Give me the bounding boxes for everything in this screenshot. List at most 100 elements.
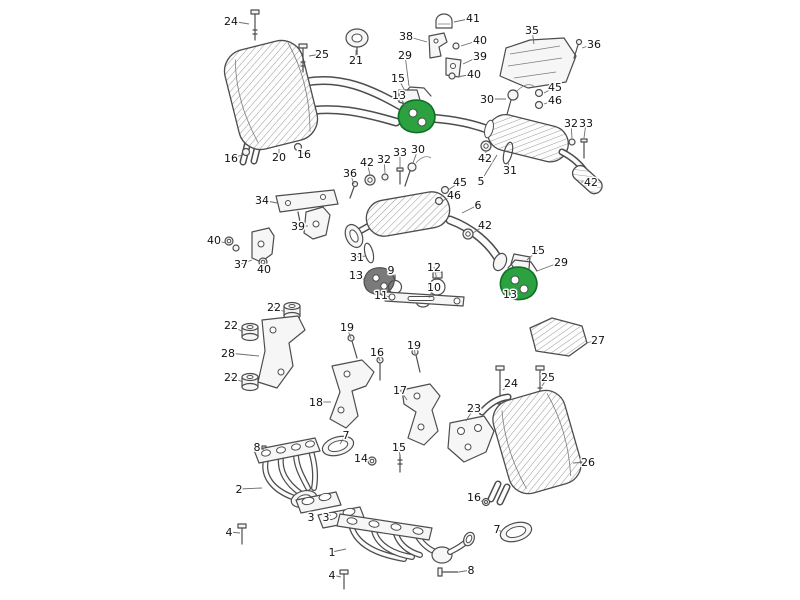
- callout-46-32: 46: [447, 189, 461, 202]
- nut-14: [367, 456, 377, 466]
- callout-42-35: 42: [478, 219, 492, 232]
- callout-8-73: 8: [468, 564, 475, 577]
- callout-20-19: 20: [272, 151, 286, 164]
- callout-42-25: 42: [478, 152, 492, 165]
- callout-40-38: 40: [257, 263, 271, 276]
- callout-34-30: 34: [255, 194, 269, 207]
- leader-line-33-17: [583, 122, 587, 139]
- leader-line-46-32: [441, 194, 455, 202]
- callout-9-43: 9: [388, 264, 395, 277]
- leader-line-32-16: [570, 122, 573, 139]
- leader-line-30-24: [412, 148, 419, 164]
- bolt-40-top-a: [452, 42, 460, 50]
- callout-33-17: 33: [579, 117, 593, 130]
- callout-38-2: 38: [399, 30, 413, 43]
- catalytic-converter-5: [484, 114, 569, 163]
- leader-line-8-62: [256, 446, 265, 451]
- bracket-39-top: [445, 57, 462, 78]
- bolt-19-b: [411, 348, 421, 373]
- leader-line-16-67: [473, 496, 484, 503]
- callout-29-41: 29: [554, 256, 568, 269]
- callout-5-26: 5: [478, 175, 485, 188]
- nut-16-right: [293, 142, 303, 152]
- callout-41-1: 41: [466, 12, 480, 25]
- leader-line-19-52: [413, 344, 416, 355]
- callout-35-4: 35: [525, 24, 539, 37]
- callout-7-72: 7: [494, 523, 501, 536]
- callout-19-50: 19: [340, 321, 354, 334]
- gasket-7-bottom: [499, 521, 533, 543]
- leader-line-26-65: [572, 461, 589, 464]
- screw-36-right: [573, 38, 583, 59]
- oxygen-sensor-30-top: [505, 84, 536, 119]
- leader-line-22-49: [230, 324, 244, 333]
- leader-line-12-44: [433, 266, 438, 281]
- leader-line-1-71: [331, 548, 347, 553]
- callout-26-65: 26: [581, 456, 595, 469]
- callout-13-46: 13: [503, 288, 517, 301]
- bracket-23: [447, 415, 495, 463]
- bolt-33-mid: [396, 167, 404, 185]
- leader-line-6-34: [461, 204, 479, 214]
- leader-line-24-58: [502, 382, 512, 391]
- callout-3-68: 3: [308, 511, 315, 524]
- bolt-4-a: [237, 523, 247, 545]
- callout-16-18: 16: [224, 152, 238, 165]
- callout-45-31: 45: [453, 176, 467, 189]
- leader-line-7-72: [496, 528, 503, 533]
- callout-32-22: 32: [377, 153, 391, 166]
- bracket-38: [428, 32, 448, 59]
- callout-24-58: 24: [504, 377, 518, 390]
- callout-11-47: 11: [374, 289, 388, 302]
- leader-line-5-26: [480, 154, 498, 182]
- nut-45-top: [534, 88, 544, 98]
- bolt-40-top-b: [448, 72, 456, 80]
- leader-line-13-46: [509, 289, 516, 295]
- bolt-19-a: [347, 334, 358, 359]
- leader-line-15-64: [398, 446, 401, 458]
- leader-line-13-42: [355, 274, 368, 282]
- exhaust-hanger-13-right: [499, 266, 538, 301]
- leader-line-40-38: [262, 265, 265, 270]
- bracket-18: [329, 359, 375, 429]
- callout-31-39: 31: [350, 251, 364, 264]
- seal-ring-42-c: [462, 228, 474, 240]
- muffler-right: [492, 389, 582, 495]
- leader-line-16-20: [298, 150, 305, 155]
- callout-30-13: 30: [480, 93, 494, 106]
- leader-line-2-66: [238, 487, 263, 490]
- leader-line-42-21: [366, 161, 371, 176]
- callout-13-12: 13: [392, 89, 406, 102]
- leader-line-42-35: [472, 224, 486, 234]
- leader-line-40-11: [456, 73, 475, 78]
- bracket-17: [401, 383, 441, 446]
- callout-8-62: 8: [254, 441, 261, 454]
- leader-line-8-73: [458, 569, 472, 573]
- bolt-25-right: [535, 365, 545, 399]
- leader-line-13-12: [398, 94, 408, 110]
- nut-16-left: [241, 147, 251, 157]
- muffler-left: [223, 39, 319, 151]
- leader-line-14-63: [360, 457, 369, 462]
- callout-39-9: 39: [473, 50, 487, 63]
- leader-line-38-2: [405, 35, 428, 43]
- bolt-33-right: [580, 138, 588, 159]
- leader-line-24-0: [230, 20, 250, 25]
- leader-line-4-70: [228, 531, 241, 534]
- support-bar-11: [384, 291, 465, 307]
- callout-25-59: 25: [541, 371, 555, 384]
- leader-line-40-36: [213, 239, 227, 244]
- leader-line-17-57: [399, 389, 408, 401]
- callout-15-10: 15: [391, 72, 405, 85]
- leader-line-31-27: [507, 162, 511, 171]
- nut-46-top: [534, 100, 544, 110]
- clamp-41: [435, 13, 453, 29]
- clamp-29-right: [507, 259, 538, 272]
- nut-16-bottom-right: [481, 497, 491, 507]
- callout-33-23: 33: [393, 146, 407, 159]
- callout-39-33: 39: [291, 220, 305, 233]
- washer-32-right: [568, 138, 576, 146]
- leader-line-39-9: [462, 55, 481, 65]
- band-clamp-31-mid: [363, 242, 375, 264]
- leader-line-19-50: [346, 326, 352, 340]
